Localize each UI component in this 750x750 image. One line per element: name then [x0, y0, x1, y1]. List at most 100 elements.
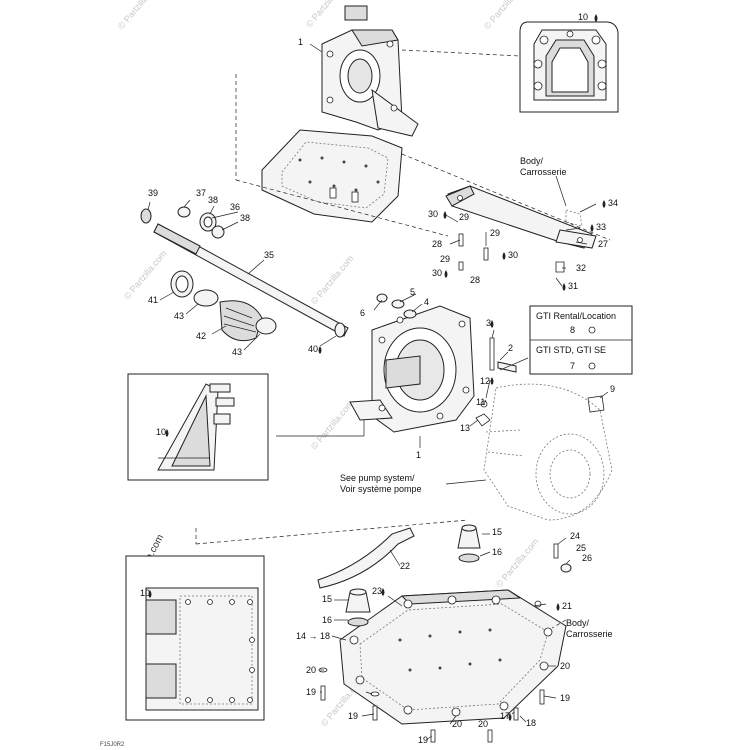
- callout: 10: [156, 427, 166, 437]
- drop-icon: [590, 224, 594, 232]
- callout: 25: [576, 543, 586, 553]
- callout: 32: [576, 263, 586, 273]
- pump-system-note: See pump system/: [340, 473, 415, 483]
- leader-lines: [147, 43, 611, 741]
- callout: 20: [452, 719, 462, 729]
- body-note-bottom: Body/: [566, 618, 590, 628]
- figure-code: F15J0R2: [100, 742, 125, 748]
- callout: 29: [459, 212, 469, 222]
- gti-std-label: GTI STD, GTI SE: [536, 345, 606, 355]
- callout: 28: [470, 275, 480, 285]
- drop-icon: [490, 320, 494, 328]
- callout: 14 → 18: [296, 631, 330, 641]
- callout: 30: [428, 209, 438, 219]
- callout: 35: [264, 250, 274, 260]
- callout: 1: [416, 450, 421, 460]
- drop-icon: [490, 377, 494, 385]
- callout: 43: [232, 347, 242, 357]
- callout: 23: [372, 586, 382, 596]
- callout: 3: [486, 318, 491, 328]
- inset-gasket-left: [127, 373, 269, 481]
- callout: 30: [508, 250, 518, 260]
- inlet-grommets: [345, 524, 481, 627]
- drop-icon: [381, 588, 385, 596]
- drop-icon: [594, 14, 598, 22]
- watermark: © Partzilla.com: [122, 248, 169, 301]
- drop-icon: [602, 200, 606, 208]
- drop-icon: [508, 713, 512, 721]
- callout: 11: [476, 397, 485, 407]
- body-note-bottom: Carrosserie: [566, 629, 613, 639]
- pump-housing: [349, 305, 475, 433]
- callout: 15: [492, 527, 502, 537]
- callout: 31: [568, 281, 578, 291]
- callout: 13: [460, 423, 470, 433]
- support-bracket: [445, 185, 597, 273]
- callout: 38: [240, 213, 250, 223]
- callout: 5: [410, 287, 415, 297]
- callout: 24: [570, 531, 580, 541]
- callout: 38: [208, 195, 218, 205]
- drop-icon: [165, 429, 169, 437]
- notes: Body/ Carrosserie Body/ Carrosserie See …: [100, 156, 613, 748]
- callout: 15: [322, 594, 332, 604]
- callout: 20: [560, 661, 570, 671]
- drop-icon: [148, 590, 152, 598]
- callout: 40: [308, 344, 318, 354]
- body-note-top: Body/: [520, 156, 544, 166]
- callout: 2: [508, 343, 513, 353]
- pump-system-note: Voir système pompe: [340, 484, 422, 494]
- callout: 9: [610, 384, 615, 394]
- callout: 26: [582, 553, 592, 563]
- watermark: © Partzilla.com: [494, 536, 541, 589]
- callout: 19: [348, 711, 358, 721]
- callout: 22: [400, 561, 410, 571]
- callout: 17: [500, 711, 510, 721]
- callout: 20: [306, 665, 316, 675]
- drop-icon: [556, 603, 560, 611]
- drop-icon: [444, 270, 448, 278]
- callout: 41: [148, 295, 158, 305]
- inset-rideplate: [125, 555, 265, 721]
- callout: 7: [570, 361, 575, 371]
- watermark: © Partzilla.com: [309, 398, 356, 451]
- drive-shaft-assembly: [140, 206, 349, 342]
- callout: 30: [432, 268, 442, 278]
- callout: 16: [492, 547, 502, 557]
- callout: 28: [432, 239, 442, 249]
- drop-icon: [562, 283, 566, 291]
- callout: 8: [570, 325, 575, 335]
- ride-plate: [261, 129, 403, 223]
- watermark: © Partzilla.com: [116, 0, 163, 31]
- hose: [317, 527, 415, 589]
- callout: 1: [298, 37, 303, 47]
- callout: 10: [140, 588, 150, 598]
- callout: 37: [196, 188, 206, 198]
- callout: 19: [306, 687, 316, 697]
- body-note-top: Carrosserie: [520, 167, 567, 177]
- gti-rental-label: GTI Rental/Location: [536, 311, 616, 321]
- callout: 6: [360, 308, 365, 318]
- callouts: 1 10 39 37 38 36 38 34 30 29 33 29 28 27…: [140, 12, 618, 745]
- callout: 21: [562, 601, 572, 611]
- callout: 12: [480, 376, 490, 386]
- callout: 39: [148, 188, 158, 198]
- watermark: © Partzilla.com: [304, 0, 351, 29]
- callout: 20: [478, 719, 488, 729]
- callout: 29: [490, 228, 500, 238]
- upper-housing: [321, 5, 419, 137]
- callout: 18: [526, 718, 536, 728]
- callout: 19: [418, 735, 428, 745]
- drop-icon: [443, 211, 447, 219]
- callout: 19: [560, 693, 570, 703]
- watermark: © Partzilla.com: [309, 253, 356, 306]
- drop-icon: [318, 346, 322, 354]
- pump-ghost: [483, 383, 613, 521]
- callout: 10: [578, 12, 588, 22]
- callout: 43: [174, 311, 184, 321]
- lower-ride-plate: [339, 589, 567, 725]
- callout: 42: [196, 331, 206, 341]
- drop-icon: [502, 252, 506, 260]
- gti-variant-box: GTI Rental/Location GTI STD, GTI SE: [529, 305, 633, 375]
